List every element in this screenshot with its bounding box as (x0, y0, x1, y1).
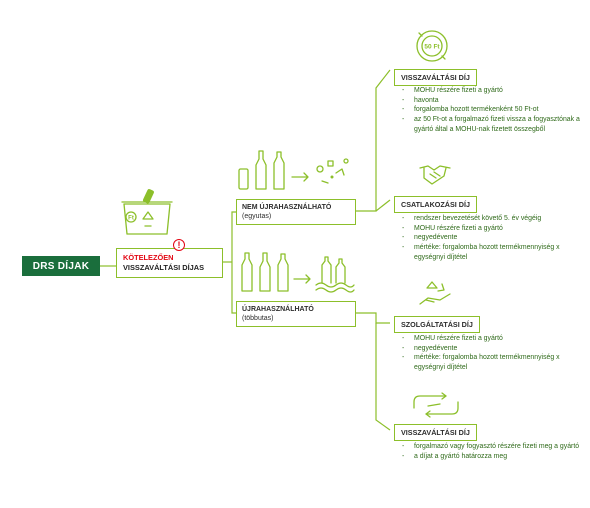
list-item: a díjat a gyártó határozza meg (402, 452, 582, 462)
fee-list-deposit-reusable: forgalmazó vagy fogyasztó részére fizeti… (402, 442, 582, 461)
list-item: MOHU részére fizeti a gyártó (402, 224, 582, 234)
reuse-loop-icon (413, 392, 459, 418)
mandatory-fee-box: KÖTELEZŐEN VISSZAVÁLTÁSI DÍJAS (116, 248, 223, 278)
hand-recycle-icon (419, 281, 451, 305)
coin-50ft-icon: 50 Ft (416, 30, 448, 62)
branch-reusable-title: ÚJRAHASZNÁLHATÓ (242, 306, 314, 313)
list-item: mértéke: forgalomba hozott termékmennyis… (402, 353, 582, 372)
list-item: az 50 Ft-ot a forgalmazó fizeti vissza a… (402, 115, 582, 134)
branch-single-use: NEM ÚJRAHASZNÁLHATÓ (egyutas) (236, 199, 356, 225)
bin-coin-label: Ft (128, 216, 134, 222)
reusable-bottles-icon (241, 252, 355, 293)
fee-list-connection: rendszer bevezetését követő 5. év végéig… (402, 214, 582, 262)
list-item: MOHU részére fizeti a gyártó (402, 86, 582, 96)
fee-title-deposit: VISSZAVÁLTÁSI DÍJ (394, 69, 477, 86)
single-use-bottles-icon (238, 150, 349, 190)
warning-icon: ! (173, 239, 185, 251)
fee-title-deposit-reusable: VISSZAVÁLTÁSI DÍJ (394, 424, 477, 441)
list-item: MOHU részére fizeti a gyártó (402, 334, 582, 344)
branch-reusable: ÚJRAHASZNÁLHATÓ (többutas) (236, 301, 356, 327)
recycle-bin-icon: Ft (121, 189, 173, 235)
branch-single-use-subtitle: (egyutas) (242, 213, 272, 221)
list-item: forgalomba hozott termékenként 50 Ft-ot (402, 105, 582, 115)
handshake-icon (419, 165, 451, 185)
list-item: havonta (402, 96, 582, 106)
list-item: rendszer bevezetését követő 5. év végéig (402, 214, 582, 224)
mandatory-line2: VISSZAVÁLTÁSI DÍJAS (123, 262, 205, 272)
fee-title-connection: CSATLAKOZÁSI DÍJ (394, 196, 477, 213)
list-item: mértéke: forgalomba hozott termékmennyis… (402, 243, 582, 262)
fee-list-service: MOHU részére fizeti a gyártó negyedévent… (402, 334, 582, 373)
fee-title-service: SZOLGÁLTATÁSI DÍJ (394, 316, 480, 333)
list-item: negyedévente (402, 233, 582, 243)
list-item: negyedévente (402, 344, 582, 354)
branch-reusable-subtitle: (többutas) (242, 315, 274, 323)
branch-single-use-title: NEM ÚJRAHASZNÁLHATÓ (242, 204, 332, 211)
mandatory-line1: KÖTELEZŐEN (123, 253, 174, 262)
coin-label: 50 Ft (424, 44, 440, 51)
list-item: forgalmazó vagy fogyasztó részére fizeti… (402, 442, 582, 452)
fee-list-deposit: MOHU részére fizeti a gyártó havonta for… (402, 86, 582, 134)
root-title: DRS DÍJAK (22, 256, 100, 276)
